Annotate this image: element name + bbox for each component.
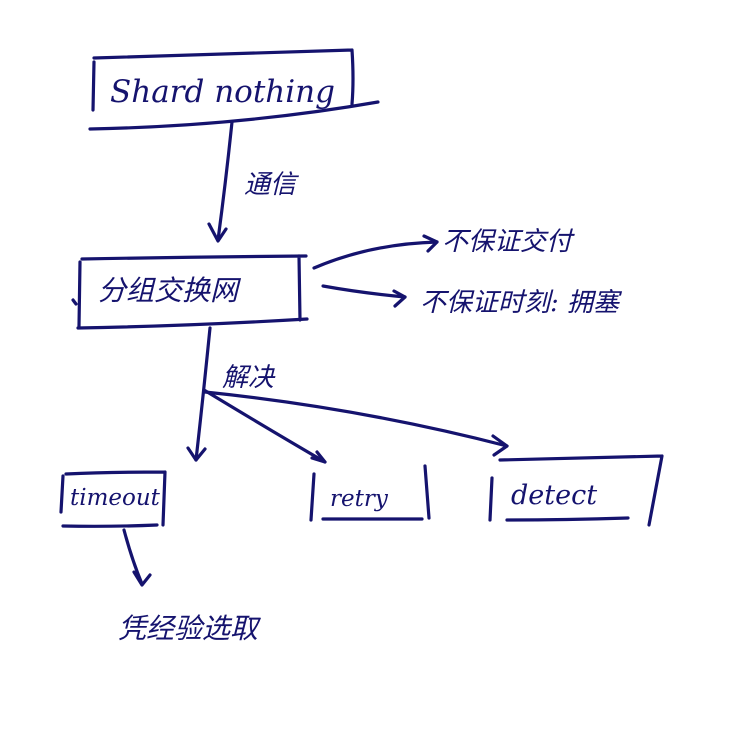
node-detect-box bbox=[488, 454, 664, 527]
note-timeout-choice: 凭经验选取 bbox=[118, 528, 262, 645]
note-no-timing-arrowhead bbox=[392, 289, 407, 308]
note-no-delivery-arrowhead bbox=[422, 234, 439, 253]
note-no-delivery-line bbox=[312, 240, 439, 270]
edge-solve-to-detect bbox=[203, 390, 509, 448]
note-no-timing: 不保证时刻: 拥塞 bbox=[321, 284, 623, 318]
edge-communication-line bbox=[216, 120, 234, 242]
note-timeout-choice-arrowhead bbox=[132, 570, 152, 587]
edge-solve: 解决 bbox=[186, 326, 509, 464]
node-timeout: timeout bbox=[59, 470, 167, 528]
note-no-timing-text: 不保证时刻: 拥塞 bbox=[420, 288, 623, 318]
note-no-timing-line bbox=[321, 284, 407, 299]
node-partitioned-network: 分组交换网 bbox=[71, 254, 309, 330]
note-timeout-choice-line bbox=[122, 528, 144, 586]
node-detect-label: detect bbox=[511, 480, 597, 511]
note-timeout-choice-text: 凭经验选取 bbox=[118, 612, 262, 645]
edge-solve-label: 解决 bbox=[222, 363, 276, 393]
edge-solve-to-timeout bbox=[194, 326, 212, 462]
node-retry-box bbox=[309, 464, 431, 522]
node-shared-nothing-box bbox=[88, 48, 380, 131]
note-no-delivery-text: 不保证交付 bbox=[442, 227, 575, 257]
node-partitioned-network-box bbox=[71, 254, 309, 330]
edge-solve-to-timeout-arrowhead bbox=[186, 446, 207, 462]
edge-solve-to-detect-arrowhead bbox=[491, 434, 509, 457]
edge-solve-to-retry bbox=[202, 388, 327, 464]
node-shared-nothing: Shard nothing bbox=[88, 48, 380, 131]
node-partitioned-network-label: 分组交换网 bbox=[98, 274, 242, 307]
edge-communication: 通信 bbox=[207, 120, 300, 243]
node-retry-label: retry bbox=[330, 486, 389, 512]
note-no-delivery: 不保证交付 bbox=[312, 227, 575, 270]
node-timeout-box bbox=[59, 470, 167, 528]
edge-communication-label: 通信 bbox=[244, 170, 300, 200]
node-retry: retry bbox=[309, 464, 431, 522]
node-shared-nothing-label: Shard nothing bbox=[110, 74, 335, 110]
edge-solve-to-retry-arrowhead bbox=[310, 450, 327, 464]
edge-communication-arrowhead bbox=[207, 222, 228, 243]
node-timeout-label: timeout bbox=[70, 485, 161, 511]
node-detect: detect bbox=[488, 454, 664, 527]
